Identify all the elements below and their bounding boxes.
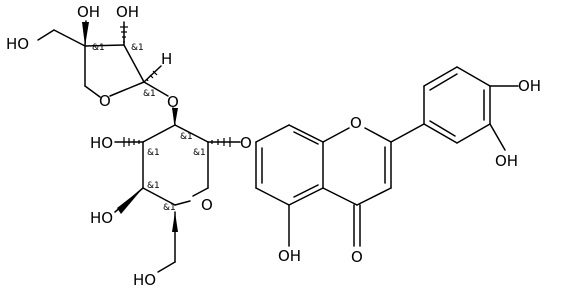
stereo-marker: &1 (147, 148, 160, 158)
bond (123, 44, 145, 83)
bond (84, 44, 125, 47)
bond (456, 123, 491, 144)
stereo-marker: &1 (180, 132, 193, 142)
atom-label-oh: OH (116, 3, 139, 21)
bond (356, 187, 392, 206)
stereo-marker: &1 (92, 43, 105, 53)
atom-label-o: O (167, 93, 179, 111)
atom-label-ho: HO (90, 209, 113, 227)
bond (143, 81, 169, 97)
bond (288, 187, 324, 206)
bond (174, 124, 209, 143)
wedge-bond (172, 212, 178, 232)
bond (322, 127, 350, 143)
atom-label-oh: OH (77, 3, 100, 21)
bond (142, 124, 176, 143)
wedge-bond (172, 108, 178, 125)
atom-label-oh: OH (278, 247, 301, 265)
atom-label-h: H (161, 50, 172, 68)
stereo-bonds (82, 22, 231, 232)
atom-label-o: O (240, 134, 252, 152)
bond (293, 131, 319, 145)
atom-label-ho: HO (90, 134, 113, 152)
atom-label-ho: HO (6, 35, 29, 53)
stereo-markers: &1 &1 &1 &1 &1 &1 &1 &1 (92, 43, 206, 213)
bond (423, 66, 458, 87)
stereo-marker: &1 (147, 181, 160, 191)
bond (157, 261, 176, 273)
bond (390, 123, 425, 143)
atom-label-o: O (351, 248, 363, 266)
bond (142, 187, 176, 206)
bond (489, 123, 506, 151)
bond (364, 127, 392, 143)
bond (53, 29, 86, 47)
bond (322, 187, 358, 206)
bond (429, 120, 456, 137)
bond (192, 187, 209, 197)
atom-label-o: O (350, 114, 362, 132)
stereo-marker: &1 (193, 148, 206, 158)
wedge-bond (117, 188, 143, 214)
bond (456, 66, 491, 87)
atom-label-oh: OH (495, 152, 518, 170)
stereo-marker: &1 (131, 43, 144, 53)
atom-label-ho: HO (133, 271, 156, 289)
atom-label-o: O (99, 92, 111, 110)
bond (37, 29, 55, 41)
bond (293, 184, 319, 198)
stereo-marker: &1 (163, 203, 176, 213)
atom-label-o: O (201, 196, 213, 214)
wedge-bond (82, 22, 89, 46)
bond (423, 123, 458, 144)
bond (109, 81, 145, 97)
hashed-bond (211, 137, 231, 147)
bond (143, 65, 162, 83)
atom-labels: OH OH HO O H O HO HO O O HO O OH O OH OH (6, 3, 541, 289)
hashed-bond (146, 70, 158, 82)
stereo-marker: &1 (143, 89, 156, 99)
atom-label-oh: OH (518, 77, 541, 95)
hashed-bond (123, 137, 140, 147)
bond (429, 73, 458, 91)
hashed-bond (120, 26, 128, 43)
bond (288, 124, 324, 143)
bond (255, 124, 290, 143)
bond (174, 200, 191, 206)
bond (255, 187, 290, 206)
bond (84, 85, 101, 98)
